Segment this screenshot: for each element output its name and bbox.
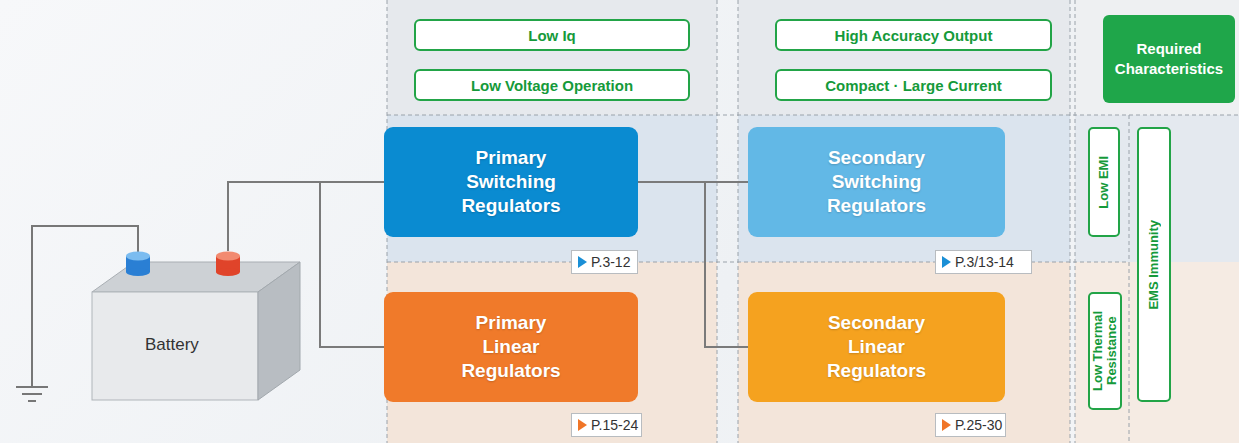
divider [738,0,739,443]
node-label: Low Voltage Operation [471,77,633,94]
node-label: Required Characteristics [1103,39,1235,79]
pointer-triangle [578,419,587,431]
page-number: P.3/13-14 [955,254,1014,270]
pointer-triangle [942,419,951,431]
panel-top [387,0,717,115]
characteristic-tag: Low Thermal Resistance [1088,292,1122,410]
divider [717,0,718,443]
ground-symbol [22,393,42,395]
positive-terminal [216,268,240,276]
node-label: Low EMI [1097,156,1111,209]
node-label: Battery [145,335,199,355]
divider [387,115,1239,116]
characteristic-tag: EMS Immunity [1137,127,1171,402]
node-label: Primary Linear Regulators [450,311,572,383]
node-label: Low Iq [528,27,576,44]
regulator-box: Secondary Switching Regulators [748,127,1005,237]
connector-wire [228,182,384,251]
panel-band [738,115,1070,262]
characteristic-tag: Low EMI [1088,127,1120,237]
connector-wire [228,182,384,347]
page-ref: P.25-30 [935,413,1006,437]
pointer-triangle [942,256,951,268]
panel-top [1075,0,1239,115]
divider [1070,0,1071,443]
battery: Battery [90,251,302,401]
panel-band [738,262,1070,443]
page-ref: P.3/13-14 [935,250,1032,274]
battery-side [258,262,300,400]
characteristic-tag: Low Voltage Operation [414,69,690,101]
node-label: Compact · Large Current [825,77,1002,94]
page-ref: P.15-24 [571,413,642,437]
node-label: Secondary Linear Regulators [816,311,938,383]
node-label: EMS Immunity [1147,220,1161,310]
negative-terminal [126,268,150,276]
divider [1129,115,1130,443]
regulator-box: Primary Switching Regulators [384,127,638,237]
battery-front [92,292,258,400]
ground-symbol [28,400,36,402]
page-number: P.25-30 [955,417,1002,433]
regulator-box: Secondary Linear Regulators [748,292,1005,402]
connector-wire [638,182,748,347]
ground-symbol [16,386,48,388]
characteristic-tag: High Accuracy Output [775,19,1052,51]
heading-box: Required Characteristics [1103,15,1235,103]
node-label: Primary Switching Regulators [450,146,572,218]
battery-illustration [16,226,300,401]
node-label: Secondary Switching Regulators [816,146,938,218]
pointer-triangle [578,256,587,268]
node-label: High Accuracy Output [835,27,993,44]
page-number: P.15-24 [591,417,638,433]
positive-terminal [216,252,240,261]
page-ref: P.3-12 [571,250,638,274]
negative-terminal [126,252,150,261]
panel-top [738,0,1070,115]
page-number: P.3-12 [591,254,630,270]
characteristic-tag: Compact · Large Current [775,69,1052,101]
node-label: Low Thermal Resistance [1091,294,1119,408]
regulator-box: Primary Linear Regulators [384,292,638,402]
characteristic-tag: Low Iq [414,19,690,51]
divider [1075,0,1076,443]
